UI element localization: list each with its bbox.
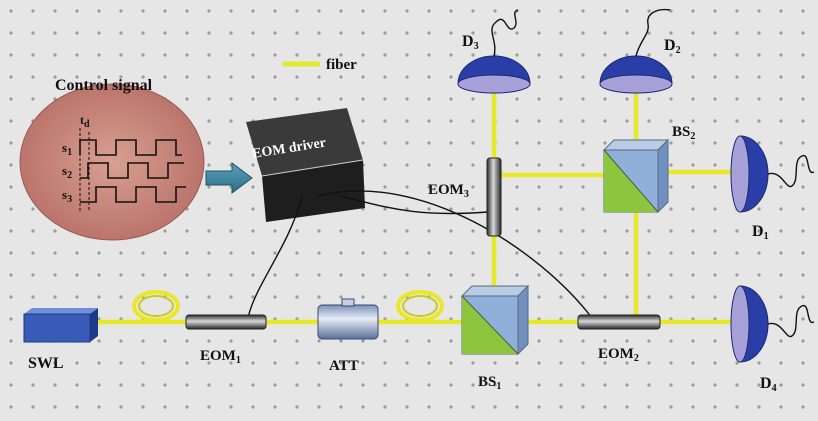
beam-splitter-2 bbox=[602, 138, 670, 214]
swl-laser bbox=[23, 308, 98, 343]
bs1-label: BS1 bbox=[478, 374, 501, 392]
s1-label: s1 bbox=[62, 140, 72, 158]
s2-label: s2 bbox=[62, 163, 72, 181]
control-waveforms bbox=[79, 139, 186, 203]
cable-eom3 bbox=[339, 195, 489, 215]
cable-eom1 bbox=[247, 195, 303, 319]
d2-label: D2 bbox=[664, 37, 681, 56]
bs2-label: BS2 bbox=[672, 124, 695, 142]
beam-splitter-1 bbox=[460, 284, 530, 356]
waveform-s3 bbox=[80, 186, 186, 203]
d4-label: D4 bbox=[760, 375, 777, 394]
control-cables bbox=[247, 190, 593, 319]
eom3-label: EOM3 bbox=[428, 182, 469, 200]
cable-eom2 bbox=[317, 190, 593, 319]
attenuator bbox=[317, 298, 379, 340]
eom-driver: EOM driver bbox=[246, 108, 365, 222]
waveform-s1 bbox=[79, 139, 182, 156]
detector-d1 bbox=[730, 135, 815, 213]
td-label: td bbox=[80, 113, 90, 130]
waveform-s2 bbox=[80, 162, 184, 179]
control-signal-title: Control signal bbox=[55, 77, 153, 94]
legend-fiber-label: fiber bbox=[326, 57, 357, 73]
eom2-label: EOM2 bbox=[598, 346, 639, 364]
swl-label: SWL bbox=[28, 355, 64, 372]
fiber-spool-2 bbox=[396, 290, 444, 322]
eom2-modulator bbox=[577, 314, 661, 330]
detector-d4 bbox=[730, 285, 815, 363]
d1-label: D1 bbox=[752, 223, 769, 242]
eom3-modulator bbox=[486, 157, 502, 237]
detector-d3 bbox=[457, 9, 531, 94]
control-signal-ellipse bbox=[19, 83, 205, 241]
signal-arrow bbox=[205, 162, 253, 194]
fiber-spool-1 bbox=[132, 290, 180, 322]
att-label: ATT bbox=[329, 358, 359, 374]
d3-label: D3 bbox=[462, 33, 479, 52]
eom1-label: EOM1 bbox=[200, 348, 241, 366]
s3-label: s3 bbox=[62, 187, 72, 205]
detector-d2 bbox=[599, 8, 673, 94]
eom1-modulator bbox=[185, 314, 267, 330]
